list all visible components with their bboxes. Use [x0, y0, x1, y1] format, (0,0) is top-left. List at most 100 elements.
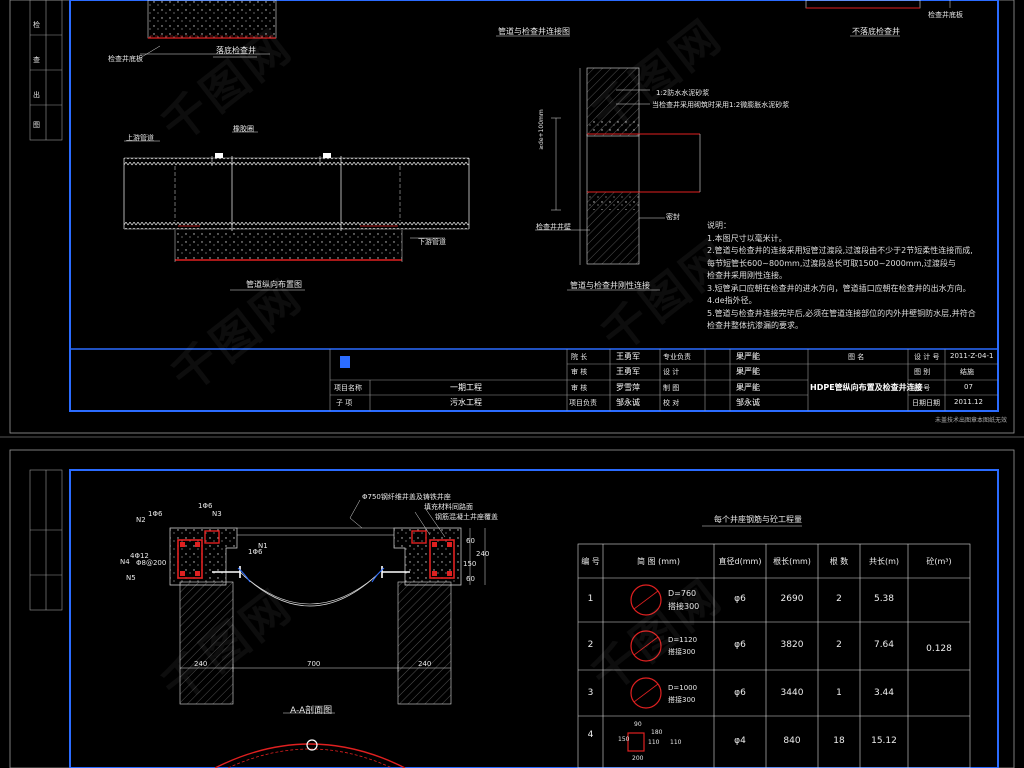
table-cell-len: 3440	[780, 688, 804, 698]
rebar-label: 1Φ6	[148, 510, 163, 518]
table-title: 每个井座钢筋与砼工程量	[714, 515, 802, 524]
person-name: 邹永诚	[616, 398, 640, 407]
table-cell-total: 3.44	[873, 688, 895, 698]
table-header: 共长(m)	[868, 557, 900, 566]
table-cell-dia: φ4	[734, 736, 746, 746]
side-label: 出	[33, 91, 40, 99]
dim-bottom: 240	[194, 660, 208, 668]
side-label: 查	[33, 56, 40, 64]
role-label: 专业负责	[663, 353, 691, 361]
note-line: 检查井采用刚性连接。	[707, 271, 787, 280]
table-cell-len: 840	[783, 736, 801, 746]
rebar-label: 1Φ6	[248, 548, 263, 556]
person-name: 王勇军	[616, 352, 640, 361]
sketch-label: D=760	[668, 589, 697, 598]
table-cell-len: 2690	[780, 594, 804, 604]
table-header: 根长(mm)	[773, 557, 811, 566]
upstream-label: 上游管道	[126, 134, 154, 142]
drop-well-title: 落底检查井	[216, 46, 256, 55]
project-name-label: 项目名称	[334, 384, 362, 392]
section-title: A-A剖面图	[290, 706, 333, 716]
rebar-marker: N1	[258, 542, 268, 550]
table-cell-count: 1	[836, 688, 842, 698]
longitudinal-title: 管道纵向布置图	[246, 280, 302, 289]
pipe-longitudinal-layout	[123, 131, 470, 291]
mortar-label: 1:2防水水泥砂浆	[656, 89, 710, 97]
person-name: 果严能	[736, 352, 760, 361]
meta-value: 07	[964, 383, 973, 391]
drop-well-fragment	[139, 0, 277, 59]
downstream-label: 下游管道	[418, 238, 446, 246]
role-label: 院 长	[571, 353, 588, 361]
rebar-label: 4Φ12	[130, 552, 149, 560]
note-line: 4.de指外径。	[707, 296, 757, 305]
table-cell-total: 15.12	[871, 736, 897, 746]
table-header: 根 数	[829, 557, 849, 566]
person-name: 罗雪萍	[616, 383, 640, 392]
table-header: 砼(m³)	[926, 557, 952, 566]
meta-key: 日期日期	[912, 399, 940, 407]
person-name: 果严能	[736, 383, 760, 392]
meta-key: 图 别	[914, 368, 931, 376]
table-cell-no: 4	[587, 730, 594, 740]
mortar-label-2: 当检查井采用砌筑时采用1:2微膨胀水泥砂浆	[652, 101, 790, 109]
table-cell-total: 7.64	[873, 640, 895, 650]
table-header: 编 号	[581, 557, 600, 566]
rebar-label: Φ8@200	[136, 559, 167, 567]
dim-right: 60	[466, 537, 475, 545]
sketch-label: 180	[651, 729, 663, 736]
role-label: 审 核	[571, 368, 588, 376]
seat-label: 钢筋混凝土井座覆盖	[435, 513, 498, 521]
project-name: 一期工程	[450, 383, 482, 392]
sketch-label: 110	[648, 739, 660, 746]
table-cell-concrete: 0.128	[926, 644, 952, 654]
table-sketches	[627, 584, 662, 752]
meta-value: 结施	[960, 368, 974, 376]
rebar-marker: N4	[120, 558, 130, 566]
rebar-marker: N5	[126, 574, 136, 582]
dim-label: ≥de+100mm	[538, 109, 545, 150]
table-cell-len: 3820	[780, 640, 804, 650]
cover-label: Φ750钢纤维井盖及铸铁井座	[362, 493, 451, 501]
no-drop-well-title: 不落底检查井	[852, 27, 900, 36]
dim-bottom: 240	[418, 660, 432, 668]
well-bottom-plate-label-2: 检查井底板	[928, 11, 963, 19]
sketch-label: D=1000	[668, 684, 698, 692]
rebar-marker: N3	[212, 510, 222, 518]
quantity-table-grid	[577, 525, 971, 768]
meta-key: 设 计 号	[914, 353, 940, 361]
side-label: 图	[33, 121, 40, 129]
sub-item-label: 子 项	[336, 399, 353, 407]
note-line: 检查井整体抗渗漏的要求。	[707, 321, 803, 330]
table-cell-dia: φ6	[734, 688, 746, 698]
role-label: 校 对	[663, 399, 680, 407]
rubber-ring-label: 橡胶圈	[233, 125, 254, 133]
person-name: 王勇军	[616, 367, 640, 376]
sheet2-frame	[9, 449, 1015, 768]
no-drop-well-fragment	[805, 0, 951, 9]
sheet1-frame	[9, 0, 1015, 434]
note-line: 每节短管长600~800mm,过渡段总长可取1500~2000mm,过渡段与	[707, 258, 956, 268]
note-line: 5.管道与检查井连接完毕后,必须在管道连接部位的内外井壁铜防水层,并符合	[707, 308, 976, 318]
logo-mark	[340, 356, 350, 368]
sketch-label: 90	[634, 721, 642, 728]
table-cell-dia: φ6	[734, 594, 746, 604]
meta-value: 2011-Z-04-1	[950, 352, 994, 360]
drawing-name: HDPE管纵向布置及检查井连接	[810, 383, 923, 392]
table-cell-no: 3	[587, 688, 594, 698]
dim-right: 240	[476, 550, 490, 558]
meta-key: 图 号	[914, 384, 931, 392]
sub-item: 污水工程	[450, 398, 482, 407]
side-label: 检	[33, 21, 40, 29]
dim-bottom: 700	[307, 660, 321, 668]
rigid-connection-detail	[213, 35, 900, 291]
sketch-label: 200	[632, 755, 644, 762]
title-block-lines	[70, 348, 998, 411]
role-label: 项目负责	[569, 399, 597, 407]
table-cell-count: 18	[833, 736, 845, 746]
meta-value: 2011.12	[954, 398, 983, 406]
table-cell-total: 5.38	[873, 594, 895, 604]
sketch-label: 110	[670, 739, 682, 746]
footer-note: 未盖技术出图章本图纸无效	[935, 417, 1008, 424]
